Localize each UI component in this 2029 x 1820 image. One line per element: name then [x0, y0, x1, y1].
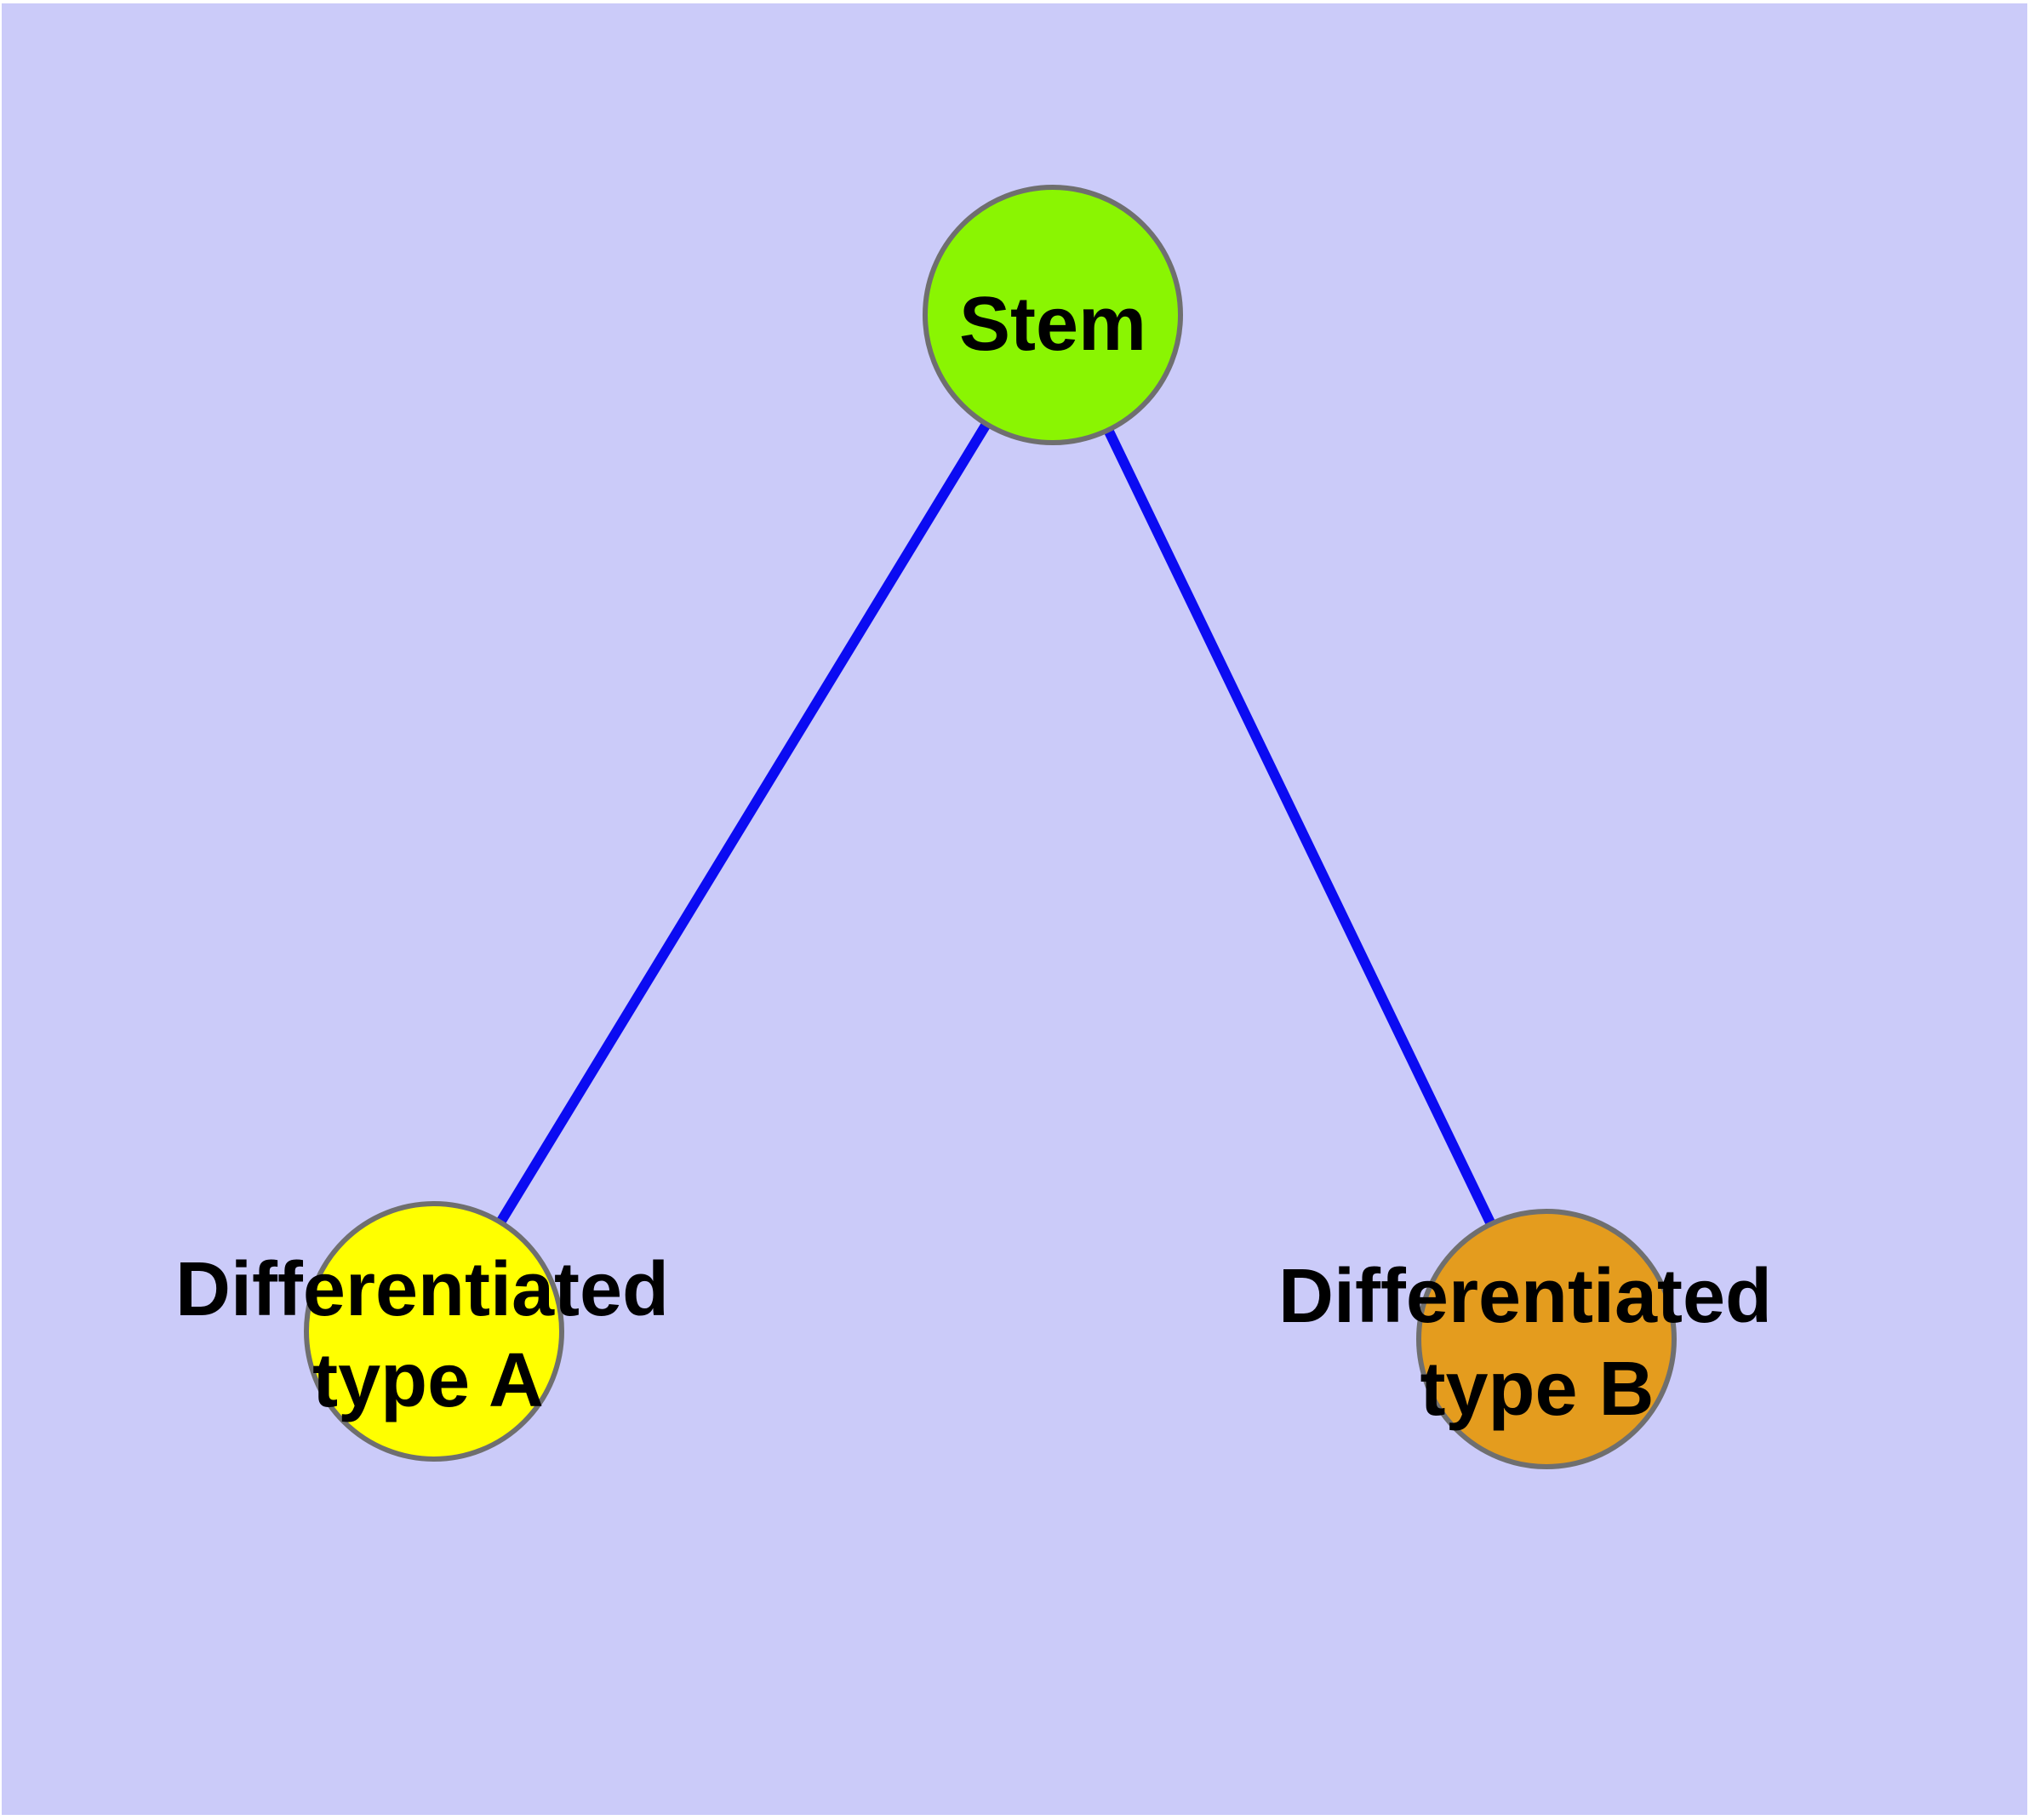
node-type-a-label-line2: type A — [312, 1338, 544, 1423]
node-stem — [923, 185, 1183, 445]
node-type-b-label-line1: Differentiated — [1278, 1254, 1772, 1339]
node-differentiated-type-b — [1416, 1209, 1677, 1469]
node-stem-label: Stem — [959, 282, 1146, 367]
node-type-a-label-line1: Differentiated — [175, 1247, 669, 1332]
edge-stem-to-type-a — [429, 312, 1058, 1335]
node-differentiated-type-a — [304, 1201, 564, 1462]
edge-stem-to-type-b — [1048, 312, 1552, 1342]
node-type-b-label-line2: type B — [1420, 1347, 1654, 1432]
